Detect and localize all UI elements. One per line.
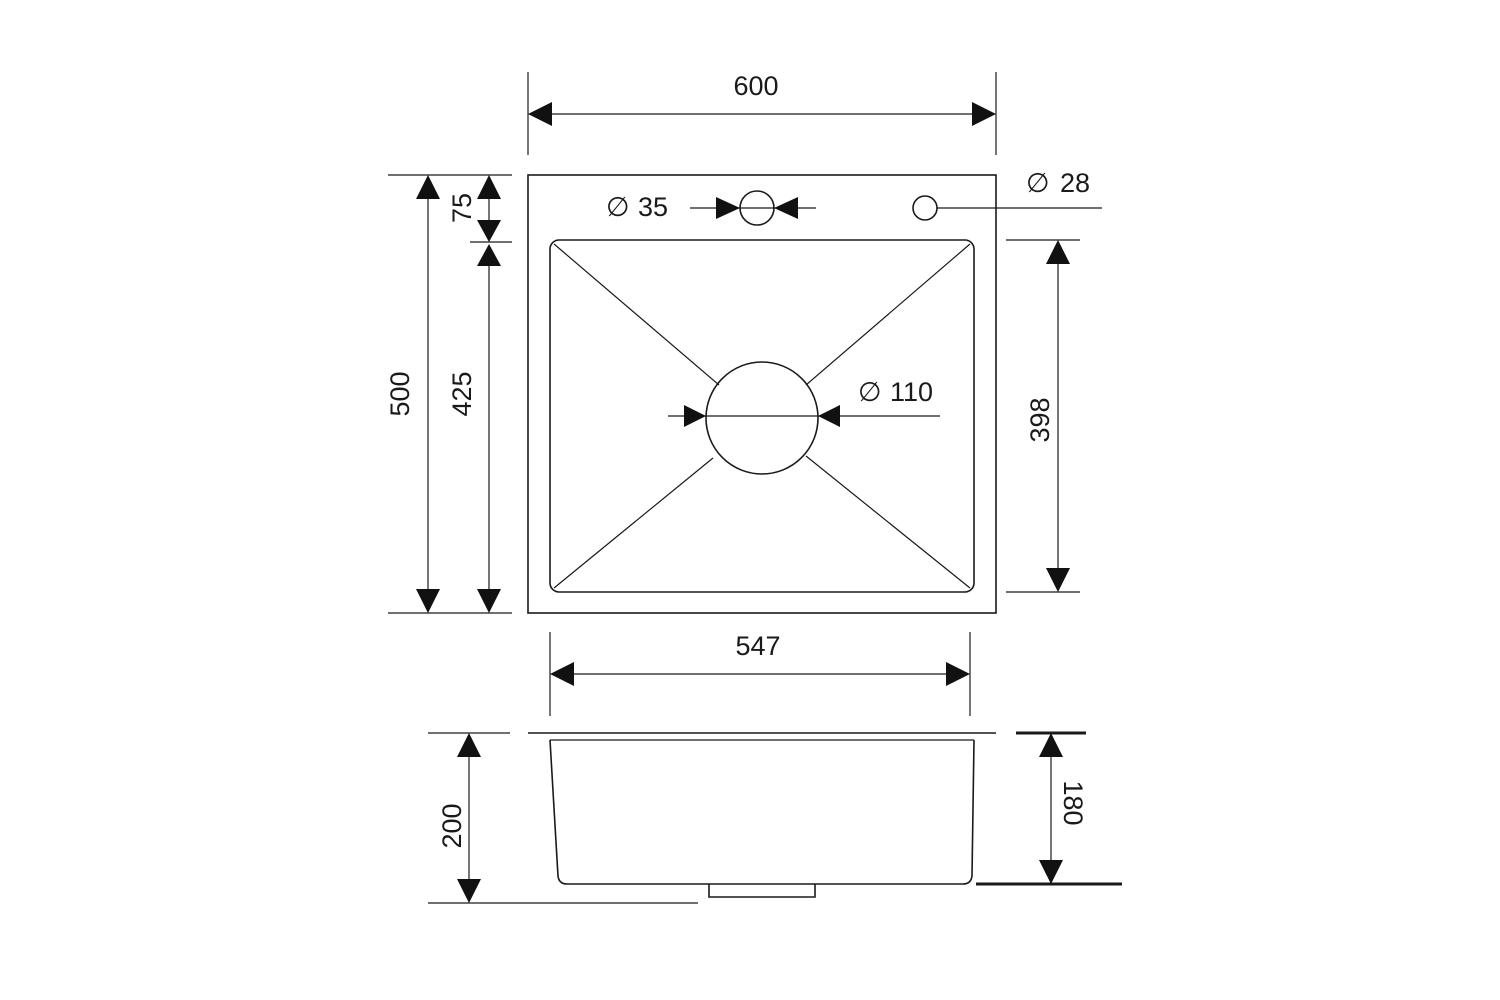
dimension-label-500: 500 [385,371,415,416]
dimension-drain: ∅ 110 [668,377,940,427]
dimension-overall-height: 500 [385,174,512,614]
dimension-label-75: 75 [447,193,477,223]
dimension-label-398: 398 [1025,397,1055,442]
dimension-label-110: 110 [890,377,933,407]
top-view [527,174,997,614]
dimension-label-425: 425 [447,371,477,416]
bowl-profile [549,739,975,885]
dimension-bowl-depth: 180 [976,731,1122,886]
diameter-symbol-drain: ∅ [858,377,882,407]
sink-outer-outline [527,174,997,614]
dimension-bowl-height: 425 [447,244,501,613]
accessory-hole [912,195,938,221]
drain-hole [705,361,819,475]
dimension-bowl-width: 547 [549,631,971,716]
drain-stub [708,884,816,898]
side-view [528,732,996,898]
bowl-outline [549,239,975,593]
dimension-rim-depth: 75 [447,175,512,243]
dimension-accessory-hole: ∅ 28 [937,168,1102,209]
diameter-symbol-tap: ∅ [606,192,630,222]
diameter-symbol-accessory: ∅ [1026,168,1050,198]
dimension-bowl-inner-height: 398 [1006,239,1080,593]
dimension-label-547: 547 [735,631,780,661]
dimension-tap-hole: ∅ 35 [606,192,816,222]
dimension-total-depth: 200 [428,732,698,904]
dimension-label-600: 600 [733,71,778,101]
dimension-label-35: 35 [638,192,668,222]
dimension-label-28: 28 [1060,168,1090,198]
bowl-slope-lines [553,243,971,589]
dimension-label-200: 200 [437,803,467,848]
dimension-overall-width: 600 [527,71,997,155]
dimension-label-180: 180 [1058,780,1088,825]
